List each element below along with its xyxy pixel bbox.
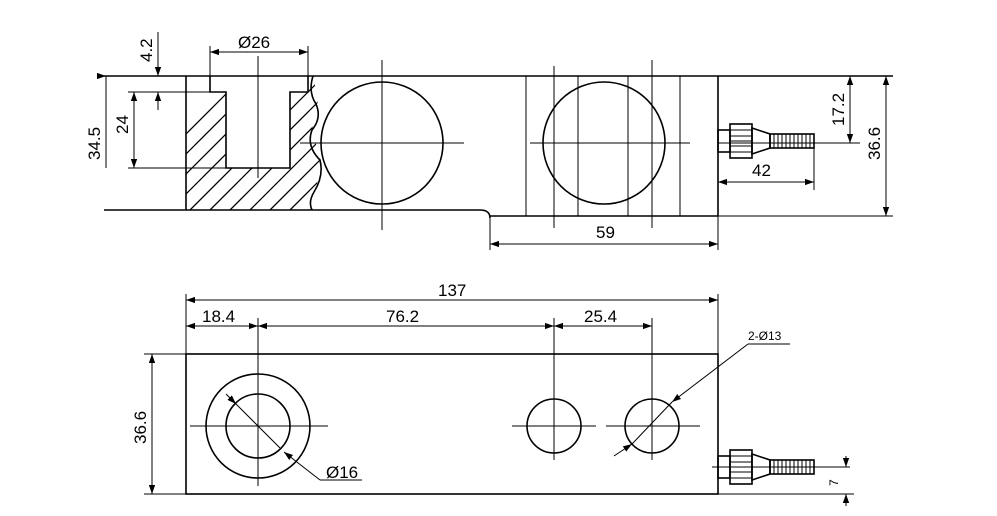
side-left-hole xyxy=(300,60,464,230)
dim-137-label: 137 xyxy=(438,281,466,300)
dim-42-label: 42 xyxy=(752,161,771,180)
dim-diameter-26: Ø26 xyxy=(209,33,309,76)
dim-137: 137 xyxy=(185,281,719,354)
top-cable-gland xyxy=(712,449,850,485)
dim-36-6-side: 36.6 xyxy=(718,76,893,217)
dim-4-2-label: 4.2 xyxy=(137,38,156,62)
dim-4-2: 4.2 xyxy=(137,32,210,110)
dim-24-label: 24 xyxy=(113,115,132,134)
dim-17-2: 17.2 xyxy=(718,76,860,144)
top-middle-hole xyxy=(512,318,596,460)
dim-2-dia-13: 2-Ø13 xyxy=(613,329,790,457)
side-cable-gland xyxy=(717,123,815,159)
dim-hole-spacing: 18.4 76.2 25.4 xyxy=(186,307,652,330)
dim-diameter-16-label: Ø16 xyxy=(326,463,358,482)
side-view: 4.2 Ø26 24 34.5 17.2 xyxy=(85,32,893,250)
dim-diameter-26-label: Ø26 xyxy=(238,33,270,52)
dim-25-4-label: 25.4 xyxy=(584,307,617,326)
hatched-section xyxy=(186,75,322,211)
dim-18-4-label: 18.4 xyxy=(202,307,235,326)
dim-34-5: 34.5 xyxy=(85,76,107,168)
top-mounting-hole xyxy=(190,318,328,486)
dim-36-6-top-label: 36.6 xyxy=(131,411,150,444)
top-body-outline xyxy=(185,353,719,495)
top-view: 137 18.4 76.2 25.4 2-Ø13 xyxy=(131,281,854,506)
side-right-hole xyxy=(525,60,690,228)
dim-17-2-label: 17.2 xyxy=(829,93,848,126)
dim-7-label: 7 xyxy=(827,479,841,486)
dim-34-5-label: 34.5 xyxy=(85,127,104,160)
dim-diameter-16: Ø16 xyxy=(225,393,362,482)
dim-42: 42 xyxy=(718,134,815,190)
dim-59: 59 xyxy=(489,216,719,250)
dim-76-2-label: 76.2 xyxy=(386,307,419,326)
dim-2-dia-13-label: 2-Ø13 xyxy=(748,329,782,343)
dim-7: 7 xyxy=(718,456,854,506)
top-right-hole xyxy=(606,318,700,460)
dim-59-label: 59 xyxy=(596,223,615,242)
dim-36-6-top: 36.6 xyxy=(131,353,186,495)
dim-36-6-side-label: 36.6 xyxy=(865,127,884,160)
dim-24: 24 xyxy=(113,91,226,169)
